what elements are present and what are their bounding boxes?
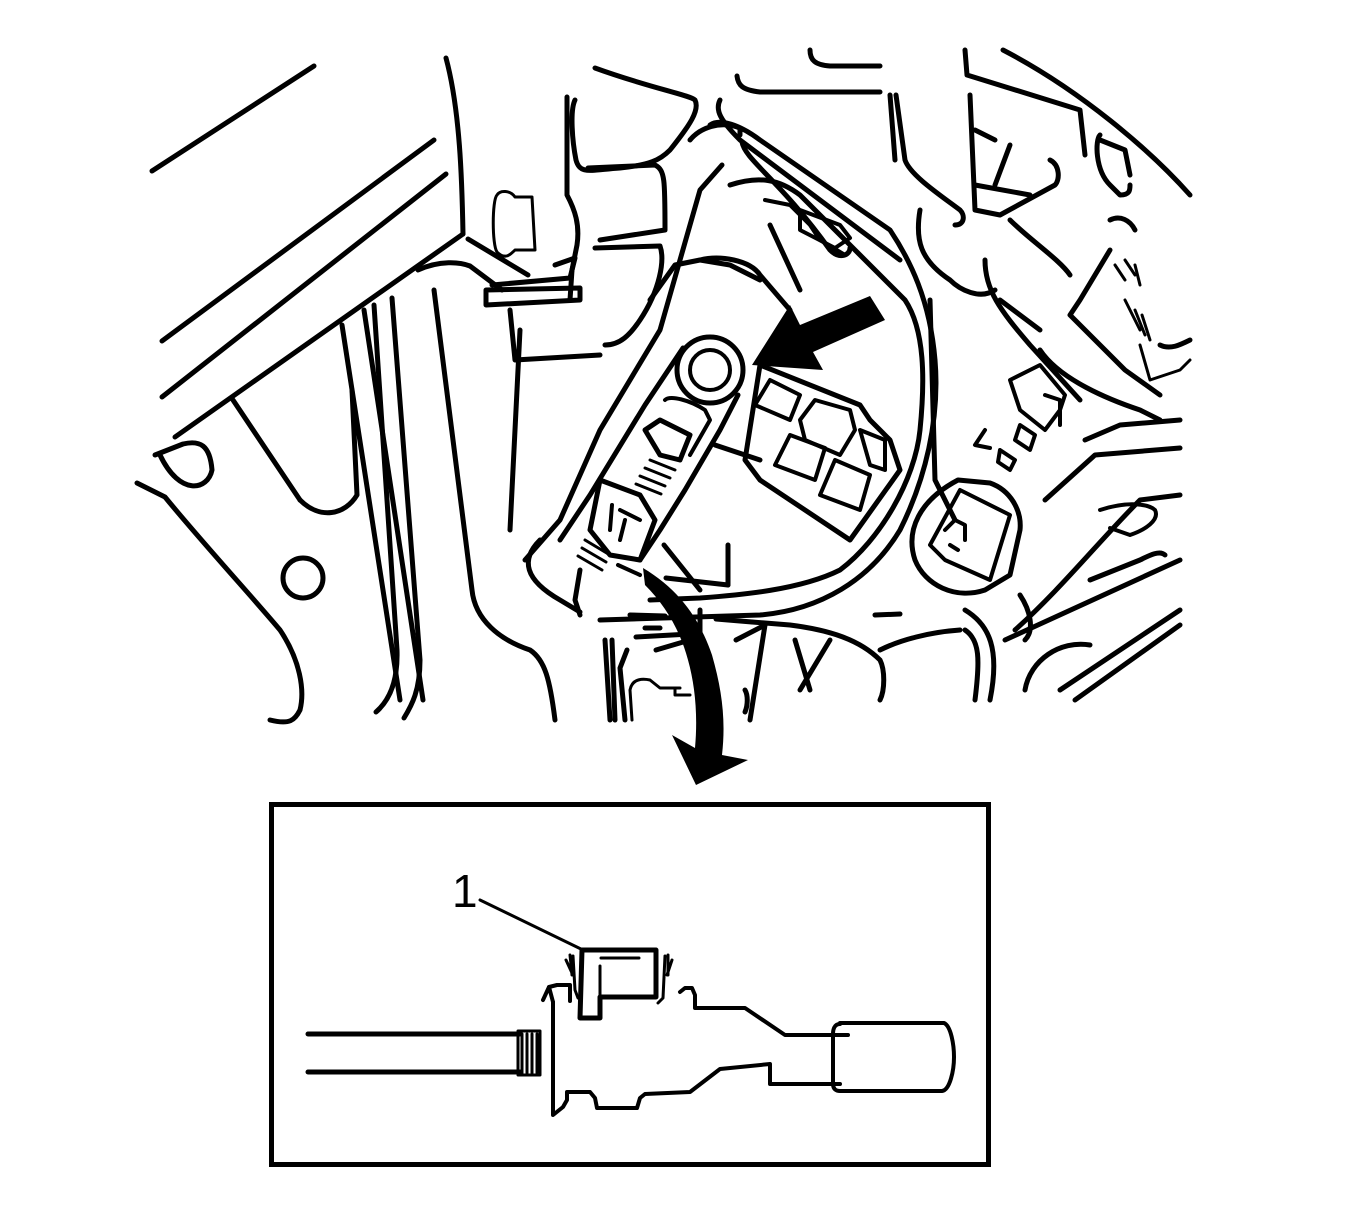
bumper-stop (483, 190, 603, 363)
inset-detail-frame (269, 802, 991, 1167)
pedal-arm (557, 334, 903, 563)
inset-switch-detail (305, 898, 956, 1117)
callout-number-1: 1 (452, 865, 478, 917)
straight-arrow-icon (752, 296, 885, 370)
upper-brackets (564, 47, 903, 348)
right-components (872, 47, 1193, 703)
lower-center-structure (525, 537, 887, 723)
pedal-housing (522, 119, 939, 623)
left-dash-panel (134, 55, 558, 725)
curved-arrow-icon (643, 568, 748, 785)
